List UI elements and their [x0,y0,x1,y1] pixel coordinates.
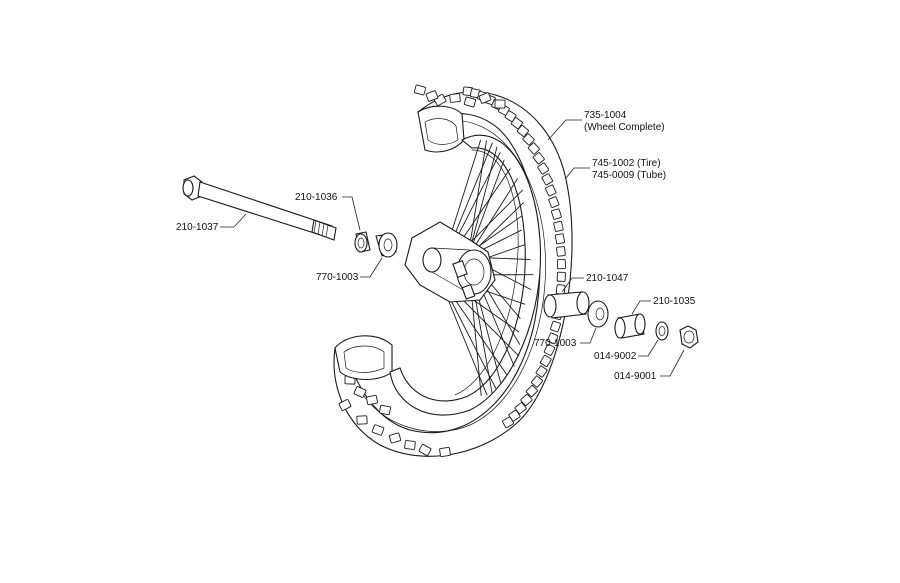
tread-knob [366,394,378,406]
tread-knob [371,424,385,436]
label-wheel-complete-desc: (Wheel Complete) [584,122,665,133]
label-wheel-complete-pn: 735-1004 [584,110,627,121]
tread-knob [553,220,564,232]
tread-knob [494,99,506,109]
spacer-left [354,231,371,253]
tread-knob [556,271,566,282]
tread-knob [404,440,416,450]
tread-knob [449,93,461,103]
tread-knob [545,184,557,197]
label-hub-spacer: 210-1047 [586,273,629,284]
tread-knob [379,404,391,416]
tread-knob [535,365,548,378]
tire-cut-section-top [417,105,465,153]
tread-knob [338,399,352,411]
hub [404,221,496,303]
axle-bolt [182,175,337,241]
tread-knob [388,432,402,444]
spoke [467,146,498,258]
tread-knob [543,343,556,356]
label-axle: 210-1037 [176,222,219,233]
tread-knob [554,233,565,245]
tread-knob [541,173,554,186]
tread-knob [520,393,533,406]
tread-knob [548,196,560,208]
axle-nut [679,325,699,349]
tread-knob [530,375,543,388]
tread-knob [353,386,367,398]
label-bearing-right: 770-1003 [534,338,577,349]
tread-knob [516,124,529,137]
tread-knob [527,142,540,155]
hub-spacer [543,291,590,319]
washer [655,321,669,341]
label-spacer-right: 210-1035 [653,296,696,307]
bearing-left [375,232,398,258]
tread-knob [439,447,451,457]
tire-cut-section-bottom [334,335,393,381]
label-tire: 745-1002 (Tire) [592,158,661,169]
tread-knob [522,133,535,146]
tread-knob [478,92,492,104]
tread-knob [556,246,566,257]
tread-knob [551,208,562,220]
spoke [467,159,505,258]
tread-knob [510,117,523,130]
tread-knob [537,162,550,175]
tread-knob [413,84,427,96]
tread-knob [539,354,552,367]
bearing-right [587,300,609,328]
tread-knob [502,416,515,429]
tread-knob [463,96,477,108]
spoke [467,140,487,258]
label-nut: 014-9001 [614,371,657,382]
label-spacer-left: 210-1036 [295,192,338,203]
tread-knob [547,332,559,345]
spacer-right [614,313,646,339]
label-bearing-left: 770-1003 [316,272,359,283]
label-tube: 745-0009 (Tube) [592,170,666,181]
tread-knob [525,385,538,398]
callout-labels: 735-1004 (Wheel Complete) 745-1002 (Tire… [176,110,696,382]
tread-knob [425,90,439,102]
tread-knob [356,415,368,425]
leader-lines [220,119,685,377]
tread-knob [532,152,545,165]
tread-knob [550,320,561,333]
tread-knob [556,259,566,270]
tread-knob [418,443,432,457]
label-washer: 014-9002 [594,351,637,362]
